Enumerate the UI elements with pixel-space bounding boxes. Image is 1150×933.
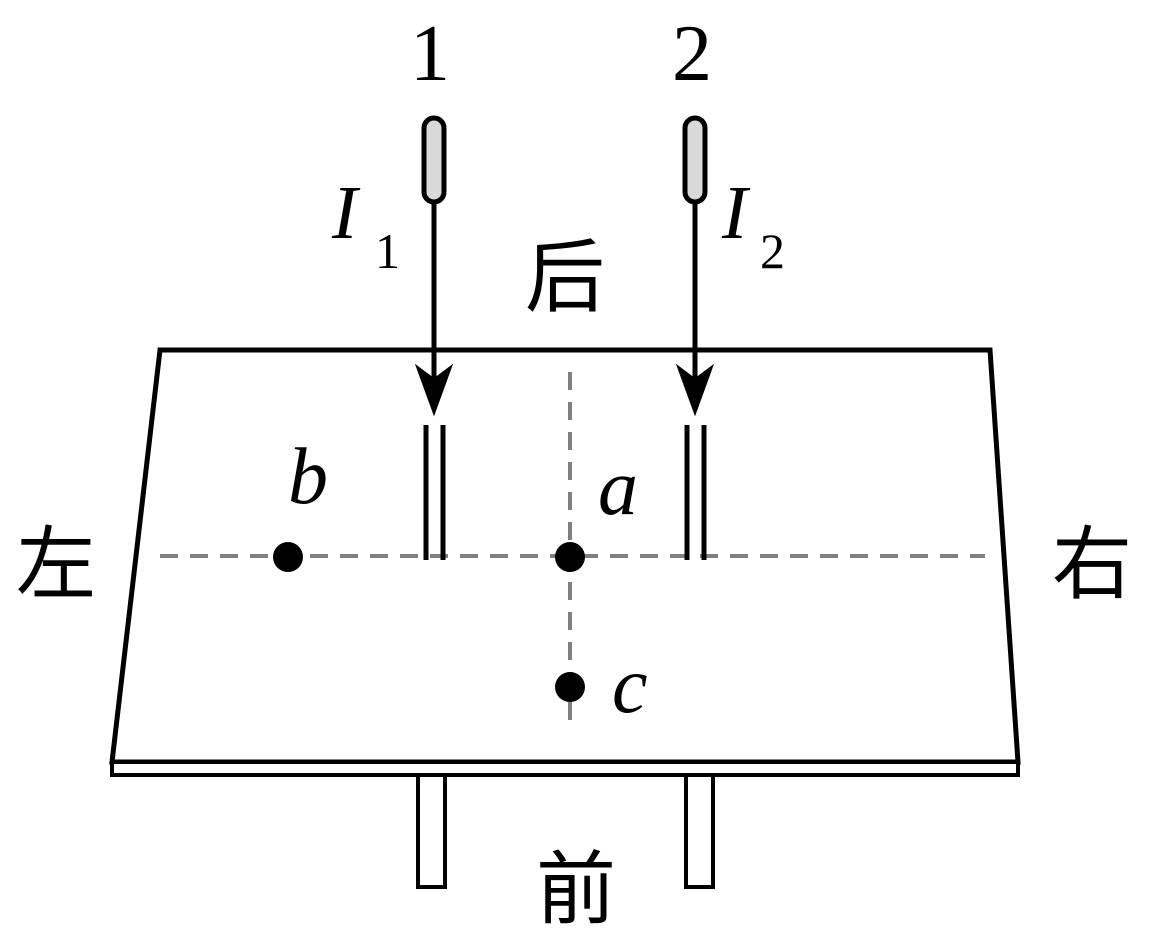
wire-2-number: 2 <box>672 10 712 98</box>
current-2-symbol: I <box>721 171 751 255</box>
point-a-label: a <box>598 444 638 532</box>
current-1-subscript: 1 <box>375 223 400 279</box>
wire-1-arrowhead-icon <box>414 363 454 417</box>
table-leg-left <box>416 773 447 889</box>
point-b-dot <box>273 542 303 572</box>
direction-back-label: 后 <box>525 231 605 324</box>
direction-front-label: 前 <box>536 843 616 933</box>
current-1-symbol: I <box>331 171 361 255</box>
wire-2-tip <box>682 115 708 205</box>
current-2-subscript: 2 <box>760 223 785 279</box>
direction-left-label: 左 <box>16 518 96 611</box>
point-b-label: b <box>288 433 328 521</box>
point-c-dot <box>555 672 585 702</box>
wire-1-tip <box>421 115 447 205</box>
point-c-label: c <box>612 642 648 730</box>
table-leg-right <box>684 773 715 889</box>
table-front-edge <box>110 760 1020 777</box>
wire-2-arrowhead-icon <box>675 363 715 417</box>
direction-right-label: 右 <box>1052 518 1132 611</box>
wire-1-number: 1 <box>410 10 450 98</box>
point-a-dot <box>555 542 585 572</box>
